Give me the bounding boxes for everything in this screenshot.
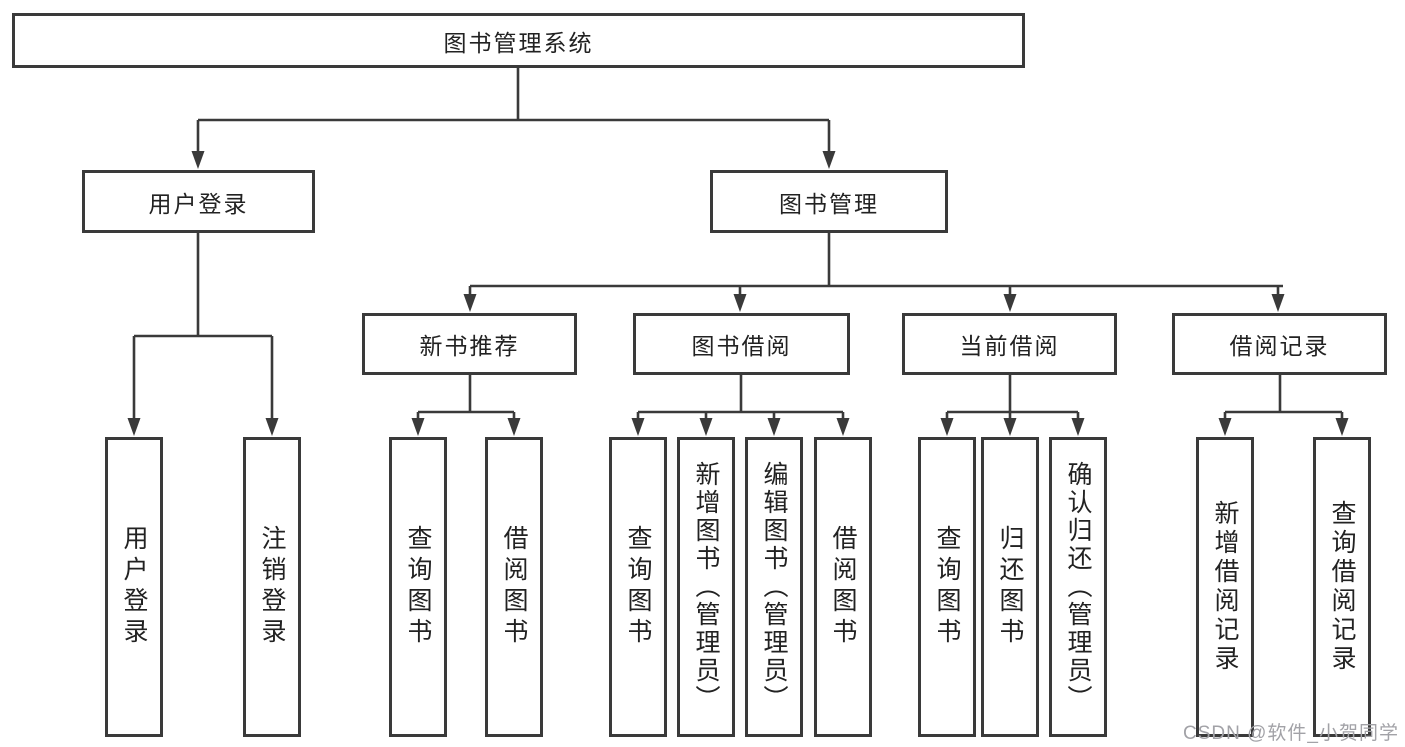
node-label: 借阅记录	[1229, 333, 1330, 359]
node-label: 注销登录	[258, 525, 286, 649]
node-label: 查询图书	[404, 525, 432, 649]
csdn-watermark: CSDN @软件_小贺同学	[1183, 723, 1399, 744]
node-label: 新书推荐	[419, 333, 520, 359]
leaf-add-borrow-record: 新增借阅记录	[1196, 437, 1254, 737]
node-label: 用户登录	[120, 525, 148, 649]
node-label: 借阅图书	[829, 525, 857, 649]
node-label: 借阅图书	[500, 525, 528, 649]
node-user-login: 用户登录	[82, 170, 315, 233]
node-library-management-system: 图书管理系统	[12, 13, 1025, 68]
leaf-query-books-recommend: 查询图书	[389, 437, 447, 737]
leaf-edit-book-admin: 编辑图书（管理员）	[745, 437, 803, 737]
node-label: 图书借阅	[691, 333, 792, 359]
leaf-query-borrow-record: 查询借阅记录	[1313, 437, 1371, 737]
arrowheads	[127, 151, 1349, 436]
node-label: 确认归还（管理员）	[1064, 461, 1092, 713]
node-label: 归还图书	[996, 525, 1024, 649]
node-book-borrowing: 图书借阅	[633, 313, 850, 375]
node-book-management: 图书管理	[710, 170, 948, 233]
node-current-borrowing: 当前借阅	[902, 313, 1117, 375]
node-new-book-recommendation: 新书推荐	[362, 313, 577, 375]
leaf-confirm-return-admin: 确认归还（管理员）	[1049, 437, 1107, 737]
node-label: 查询借阅记录	[1328, 500, 1356, 674]
node-label: 新增图书（管理员）	[692, 461, 720, 713]
node-label: 查询图书	[624, 525, 652, 649]
leaf-user-login: 用户登录	[105, 437, 163, 737]
leaf-return-books: 归还图书	[981, 437, 1039, 737]
leaf-add-book-admin: 新增图书（管理员）	[677, 437, 735, 737]
node-label: 图书管理	[779, 190, 879, 217]
node-label: 图书管理系统	[443, 29, 594, 56]
node-borrowing-records: 借阅记录	[1172, 313, 1387, 375]
leaf-logout: 注销登录	[243, 437, 301, 737]
leaf-query-books-borrow: 查询图书	[609, 437, 667, 737]
node-label: 查询图书	[933, 525, 961, 649]
node-label: 编辑图书（管理员）	[760, 461, 788, 713]
leaf-borrow-books: 借阅图书	[814, 437, 872, 737]
leaf-borrow-books-recommend: 借阅图书	[485, 437, 543, 737]
node-label: 新增借阅记录	[1211, 500, 1239, 674]
node-label: 用户登录	[148, 190, 249, 217]
leaf-query-books-current: 查询图书	[918, 437, 976, 737]
node-label: 当前借阅	[959, 333, 1060, 359]
